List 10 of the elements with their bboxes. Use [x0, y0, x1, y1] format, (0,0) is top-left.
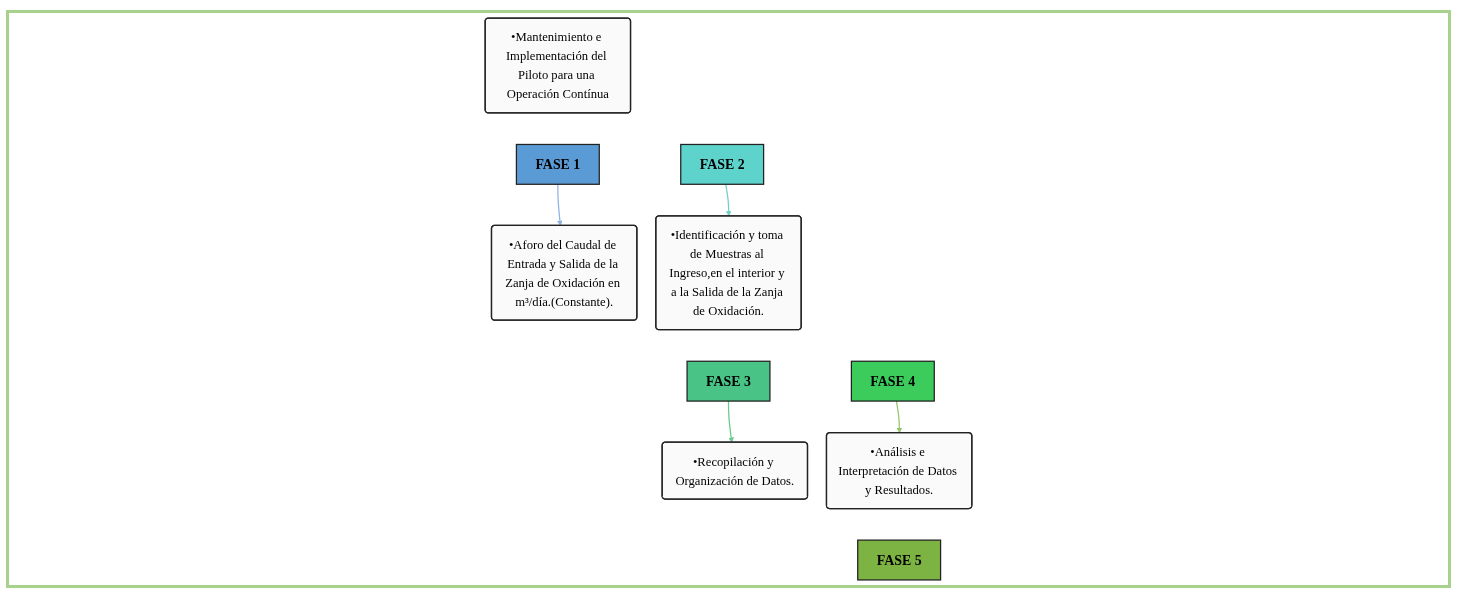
node-box — [857, 539, 942, 581]
arrow — [557, 183, 563, 226]
node-box — [850, 360, 935, 402]
node-box — [686, 360, 771, 402]
diagram-frame: •Mantenimiento e Implementación del Piloto para una Operación Contínua FASE 1 FASE 2 •Aforo del Caudal de Entrada y Salida de la Zanja de Oxidación en m³/día.(Constante). •Identificación y toma de Muestras al Ingreso,en el interior y a la Salida de la Zanja de Oxidación. FASE 3 FASE 4 •Recopilación y Organización de Datos. •Análisis e Interpretación de Datos y Resultados. FASE 5 — [6, 10, 1451, 588]
arrow — [895, 400, 903, 434]
node-box — [515, 143, 600, 185]
arrow — [725, 183, 732, 217]
arrow — [727, 400, 734, 443]
node-box — [680, 143, 765, 185]
